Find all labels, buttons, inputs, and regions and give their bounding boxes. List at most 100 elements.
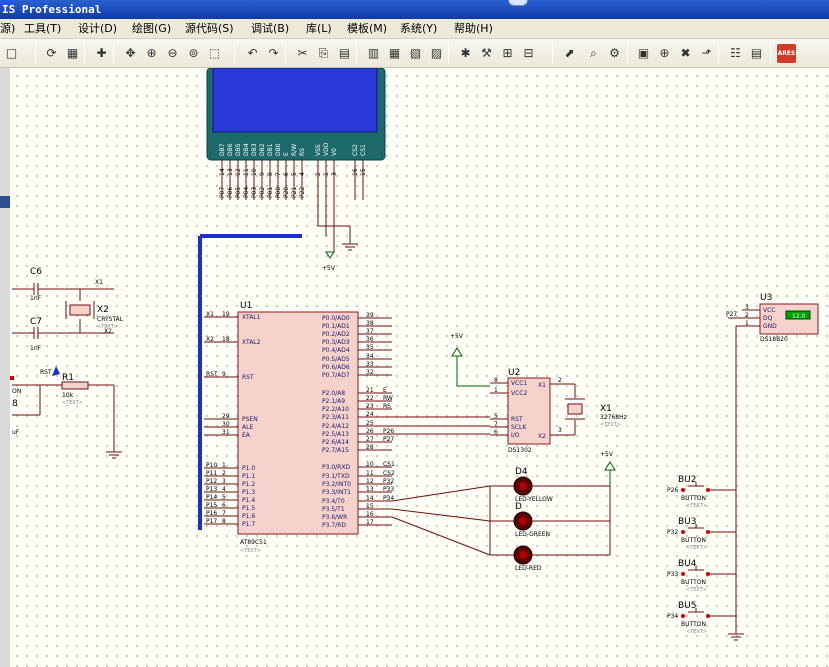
u1-pin-name: RST — [242, 374, 254, 381]
toolbar-separator — [35, 44, 36, 64]
window-control-button[interactable] — [508, 0, 528, 6]
menu-item[interactable]: 源代码(S) — [185, 22, 234, 35]
pick-device-icon[interactable]: ✱ — [460, 46, 471, 60]
add-sheet-icon[interactable]: ⊕ — [659, 46, 670, 60]
u2-chip[interactable] — [507, 377, 551, 445]
text-placeholder: <TEXT> — [686, 503, 707, 509]
block-delete-icon[interactable]: ▨ — [430, 46, 443, 60]
button-ref: BU3 — [678, 517, 697, 527]
lcd-pin-label: DB3 — [251, 143, 258, 156]
pan-icon[interactable]: ✥ — [125, 46, 136, 60]
block-move-icon[interactable]: ▦ — [388, 46, 401, 60]
crystal-x1[interactable] — [567, 403, 583, 415]
menu-item[interactable]: 系统(Y) — [400, 22, 438, 35]
property-assign-icon[interactable]: ⚙ — [609, 46, 620, 60]
search-icon[interactable]: ⌕ — [590, 46, 597, 60]
zoom-out-icon[interactable]: ⊖ — [167, 46, 178, 60]
u2-pin-name: SCLK — [511, 424, 527, 431]
toolbar-separator — [285, 44, 286, 64]
button-name: BUTTON — [681, 537, 706, 544]
menu-item[interactable]: 调试(B) — [251, 22, 290, 35]
menu-item[interactable]: 工具(T) — [24, 22, 62, 35]
u1-pin-name: P2.5/A13 — [322, 431, 349, 438]
u1-chip[interactable] — [237, 311, 359, 535]
copy-icon[interactable]: ⎘ — [318, 46, 329, 60]
u1-net-label: P32 — [383, 478, 394, 485]
cut-icon[interactable]: ✂ — [297, 46, 308, 60]
u1-pin-number: 12 — [366, 478, 374, 485]
u1-pin-number: 16 — [366, 511, 374, 518]
button-3-contact[interactable] — [706, 572, 710, 576]
u1-pin-number: 21 — [366, 387, 374, 394]
resistor-r1[interactable] — [61, 381, 89, 390]
u2-pin-name: VCC1 — [511, 380, 527, 387]
power-label: +5V — [450, 333, 464, 340]
button-4-contact[interactable] — [706, 614, 710, 618]
undo-icon[interactable]: ↶ — [247, 46, 258, 60]
schematic[interactable]: DB714P07DB613P06DB512P05DB411P04DB310P03… — [10, 68, 829, 667]
u1-pin-name: P1.2 — [242, 481, 255, 488]
crystal-x2[interactable] — [69, 304, 91, 316]
x2-value: CRYSTAL — [97, 316, 124, 323]
button-2-contact[interactable] — [681, 530, 685, 534]
toolbar-separator — [356, 44, 357, 64]
lcd-pin-number: 7 — [275, 172, 282, 176]
u1-net-label: P13 — [206, 486, 217, 493]
button-1-contact[interactable] — [706, 488, 710, 492]
menu-item[interactable]: 帮助(H) — [454, 22, 493, 35]
menu-item[interactable]: 模板(M) — [347, 22, 388, 35]
packaging-icon[interactable]: ⊞ — [502, 46, 513, 60]
make-device-icon[interactable]: ⚒ — [481, 46, 492, 60]
refresh-icon[interactable]: ⟳ — [46, 46, 57, 60]
u1-pin-name: P1.6 — [242, 513, 255, 520]
reset-arrow — [52, 366, 60, 376]
button-name: BUTTON — [681, 579, 706, 586]
lcd-pin-number: 8 — [267, 172, 274, 176]
button-4-contact[interactable] — [681, 614, 685, 618]
u1-pin-number: 25 — [366, 420, 374, 427]
redo-icon[interactable]: ↷ — [268, 46, 279, 60]
u2-pin-number: 3 — [558, 427, 562, 434]
button-2-contact[interactable] — [706, 530, 710, 534]
u1-pin-number: 19 — [222, 311, 230, 318]
u1-pin-name: P0.0/AD0 — [322, 315, 350, 322]
u1-net-label: RST — [206, 371, 218, 378]
block-copy-icon[interactable]: ▥ — [367, 46, 380, 60]
u1-pin-name: XTAL1 — [242, 314, 261, 321]
r1-ref: R1 — [62, 373, 74, 383]
netlist-icon[interactable]: ▤ — [750, 46, 763, 60]
u1-pin-name: P2.1/A9 — [322, 398, 345, 405]
new-design-icon[interactable]: ▣ — [637, 46, 650, 60]
wire-autorouter-icon[interactable]: ⬈ — [564, 46, 575, 60]
text-placeholder: <TEXT> — [62, 400, 83, 406]
x1-value: 32768Hz — [600, 414, 627, 421]
button-1-contact[interactable] — [681, 488, 685, 492]
menu-item[interactable]: 库(L) — [306, 22, 332, 35]
ares-icon[interactable]: ARES — [777, 44, 796, 63]
zoom-in-icon[interactable]: ⊕ — [146, 46, 157, 60]
menu-item[interactable]: 设计(D) — [78, 22, 118, 35]
grid-toggle-icon[interactable]: ▦ — [66, 46, 79, 60]
lcd-net-label: P07 — [219, 187, 226, 198]
u1-pin-name: P0.4/AD4 — [322, 347, 350, 354]
menu-item[interactable]: 源) — [0, 22, 16, 35]
u1-pin-name: P1.0 — [242, 465, 255, 472]
exit-to-parent-icon[interactable]: ⬏ — [701, 46, 712, 60]
block-rotate-icon[interactable]: ▧ — [409, 46, 422, 60]
zoom-all-icon[interactable]: ⊚ — [188, 46, 199, 60]
bill-of-materials-icon[interactable]: ☷ — [730, 46, 741, 60]
button-3-contact[interactable] — [681, 572, 685, 576]
u1-net-label: P34 — [383, 495, 394, 502]
wire — [391, 508, 491, 522]
remove-sheet-icon[interactable]: ✖ — [680, 46, 691, 60]
led-core — [519, 517, 527, 525]
origin-icon[interactable]: ✚ — [96, 46, 107, 60]
zoom-area-icon[interactable]: ⬚ — [208, 46, 221, 60]
decompose-icon[interactable]: ⊟ — [523, 46, 534, 60]
paste-icon[interactable]: ▤ — [338, 46, 351, 60]
menu-item[interactable]: 绘图(G) — [132, 22, 172, 35]
c8-ref: 8 — [12, 399, 18, 409]
reset-button-dot[interactable] — [10, 376, 14, 380]
new-sheet-icon[interactable]: □ — [5, 46, 18, 60]
